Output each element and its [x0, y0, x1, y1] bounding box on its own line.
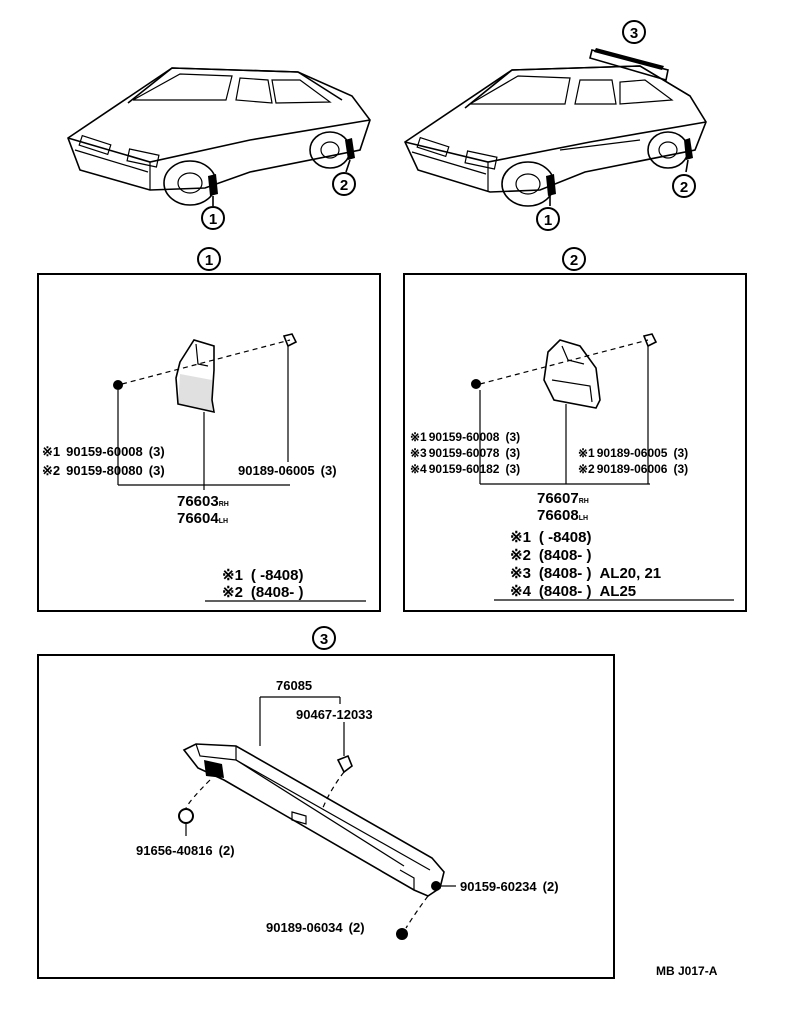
panel-2-mudguard-drawing: [471, 333, 658, 485]
callout-1-sedan: 1: [201, 206, 225, 230]
svg-text:91656-40816(2): 91656-40816(2): [136, 843, 235, 858]
svg-text:※4(8408- )AL25: ※4(8408- )AL25: [510, 583, 636, 600]
panel-3-nut-item: 90159-60234(2): [460, 879, 559, 894]
panel-1-main-part-lh: 76604LH: [177, 510, 228, 527]
figure-code: MB J017-A: [656, 964, 718, 978]
panel-1-frame: [37, 273, 381, 612]
svg-text:76608LH: 76608LH: [537, 507, 588, 524]
svg-text:※1( -8408): ※1( -8408): [222, 567, 303, 584]
svg-text:2: 2: [680, 179, 688, 196]
svg-text:※2(8408- ): ※2(8408- ): [510, 547, 591, 564]
panel-2-legend: ※1( -8408) ※2(8408- ) ※3(8408- )AL20, 21…: [494, 529, 734, 601]
panel-3-grommet-item: 91656-40816(2): [136, 843, 235, 858]
svg-text:76604LH: 76604LH: [177, 510, 228, 527]
svg-text:76607RH: 76607RH: [537, 490, 589, 507]
callout-1-hatchback: 1: [536, 207, 560, 231]
panel-1-bolt-item: 90189-06005(3): [238, 463, 337, 478]
panel-3-frame: [37, 654, 615, 979]
panel-1-mudguard-drawing: [113, 333, 298, 490]
panel-3-leaders: [178, 696, 456, 940]
panel-2-frame: [403, 273, 747, 612]
panel-2-main-part-rh: 76607RH: [537, 490, 589, 507]
panel-2-main-part-lh: 76608LH: [537, 507, 588, 524]
sedan-illustration: [67, 67, 371, 206]
hatchback-illustration: [403, 48, 707, 207]
svg-text:2: 2: [340, 177, 348, 194]
svg-text:90189-06034(2): 90189-06034(2): [266, 920, 365, 935]
callout-2-hatchback: 2: [672, 174, 696, 198]
panel-2-header: 2: [562, 247, 586, 271]
panel-1-main-part-rh: 76603RH: [177, 493, 229, 510]
svg-text:3: 3: [630, 25, 638, 42]
svg-text:※3(8408- )AL20, 21: ※3(8408- )AL20, 21: [510, 565, 661, 582]
panel-1-legend: ※1( -8408) ※2(8408- ): [205, 567, 366, 602]
svg-text:1: 1: [544, 212, 552, 229]
svg-text:76603RH: 76603RH: [177, 493, 229, 510]
svg-text:3: 3: [320, 631, 328, 648]
svg-text:90189-06005(3): 90189-06005(3): [238, 463, 337, 478]
svg-text:※2(8408- ): ※2(8408- ): [222, 584, 303, 601]
svg-text:※1( -8408): ※1( -8408): [510, 529, 591, 546]
callout-3-hatchback: 3: [622, 20, 646, 44]
panel-3-bolt-item: 90189-06034(2): [266, 920, 365, 935]
svg-text:1: 1: [205, 252, 213, 269]
spoiler-drawing: [182, 743, 445, 897]
svg-text:90159-60234(2): 90159-60234(2): [460, 879, 559, 894]
callout-2-sedan: 2: [332, 172, 356, 196]
svg-text:1: 1: [209, 211, 217, 228]
panel-1-header: 1: [197, 247, 221, 271]
panel-3-header: 3: [312, 626, 336, 650]
panel-3-assembly-part: 76085: [276, 678, 312, 693]
panel-3-screw-part: 90467-12033: [296, 707, 373, 722]
svg-text:2: 2: [570, 252, 578, 269]
